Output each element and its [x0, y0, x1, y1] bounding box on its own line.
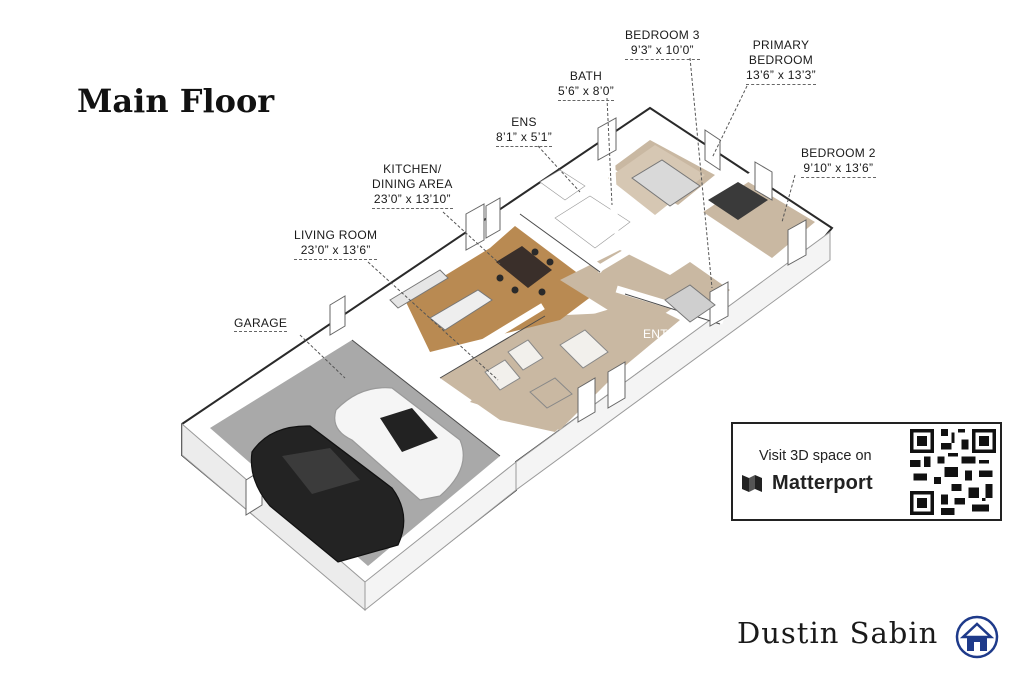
- car-icon: [250, 425, 405, 563]
- matterport-visit-text: Visit 3D space on: [759, 448, 872, 464]
- room-name: GARAGE: [234, 316, 288, 332]
- living-furniture: [484, 329, 609, 409]
- room-label-bedroom-2: BEDROOM 2 9’10” x 13’6”: [801, 146, 876, 178]
- kitchen-furniture: [389, 246, 554, 331]
- matterport-logo-icon: [742, 475, 762, 492]
- room-label-bath: BATH 5’6” x 8’0”: [558, 69, 614, 101]
- room-dimensions: 9’10” x 13’6”: [801, 161, 876, 178]
- room-name-line-2: DINING AREA: [372, 177, 453, 191]
- room-label-primary-bedroom: PRIMARY BEDROOM 13’6” x 13’3”: [746, 38, 816, 85]
- entry-label: ENTRY: [643, 327, 685, 341]
- room-label-bedroom-3: BEDROOM 3 9’3” x 10’0”: [625, 28, 700, 60]
- room-label-living-room: LIVING ROOM 23’0” x 13’6”: [294, 228, 378, 260]
- room-name: ENS: [511, 115, 537, 129]
- living-room-floor-2: [470, 300, 680, 430]
- room-name: BEDROOM 2: [801, 146, 876, 160]
- ens-floor: [539, 169, 586, 201]
- room-name: KITCHEN/: [383, 162, 442, 176]
- room-label-garage: GARAGE: [234, 316, 288, 332]
- room-name: BATH: [569, 69, 603, 83]
- house-logo-icon: [955, 615, 999, 659]
- car-icon: [334, 387, 464, 501]
- room-label-kitchen: KITCHEN/ DINING AREA 23’0” x 13’10”: [372, 162, 453, 209]
- room-label-ens: ENS 8’1” x 5’1”: [496, 115, 552, 147]
- matterport-logo: Matterport: [739, 470, 873, 496]
- room-name-line-2: BEDROOM: [748, 53, 814, 67]
- bath-floor: [554, 195, 631, 249]
- room-dimensions: 23’0” x 13’6”: [294, 243, 378, 260]
- doors: [245, 117, 807, 516]
- room-dimensions: 5’6” x 8’0”: [558, 84, 614, 101]
- matterport-link-box[interactable]: Visit 3D space on Matterport: [731, 422, 1002, 521]
- wall-outlines: [351, 213, 721, 457]
- room-dimensions: 8’1” x 5’1”: [496, 130, 552, 147]
- agent-name: Dustin Sabin: [737, 616, 939, 650]
- leader-lines: [299, 57, 796, 381]
- room-dimensions: 23’0” x 13’10”: [372, 192, 453, 209]
- room-name: LIVING ROOM: [294, 228, 378, 242]
- matterport-brand: Matterport: [772, 471, 873, 494]
- page-title: Main Floor: [77, 82, 275, 120]
- beds: [631, 159, 768, 323]
- room-dimensions: 9’3” x 10’0”: [625, 43, 700, 60]
- qr-code-icon[interactable]: [910, 429, 996, 515]
- garage-floor: [210, 340, 500, 566]
- room-name: PRIMARY: [752, 38, 810, 52]
- room-name: BEDROOM 3: [625, 28, 700, 42]
- room-dimensions: 13’6” x 13’3”: [746, 68, 816, 85]
